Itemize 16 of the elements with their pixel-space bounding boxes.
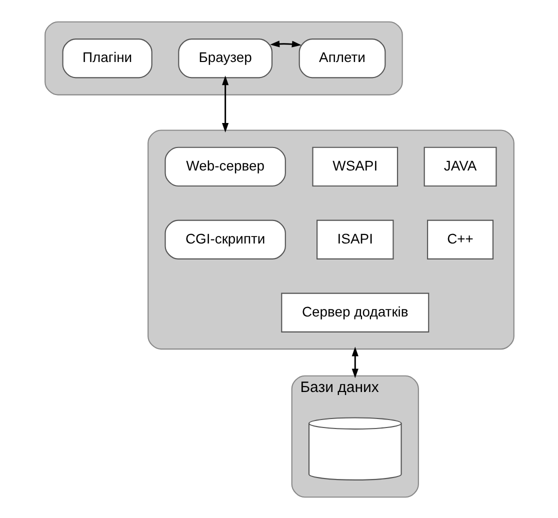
arrow xyxy=(270,40,301,47)
cluster xyxy=(147,129,514,350)
node-box: ISAPI xyxy=(316,219,394,259)
node-box: Web-сервер xyxy=(164,146,286,186)
node-box: CGI-скрипти xyxy=(164,219,286,259)
node-box: WSAPI xyxy=(312,146,398,186)
node-box: Браузер xyxy=(178,38,272,78)
node-box: C++ xyxy=(426,219,494,259)
cluster: Бази даних xyxy=(290,374,418,498)
node-box: JAVA xyxy=(423,146,496,186)
node-box: Аплети xyxy=(298,38,386,78)
node-box: Сервер додатків xyxy=(280,292,429,332)
arrow xyxy=(222,75,228,132)
cluster xyxy=(44,20,402,95)
arrow xyxy=(351,346,358,378)
node-box: Плагіни xyxy=(62,38,152,78)
